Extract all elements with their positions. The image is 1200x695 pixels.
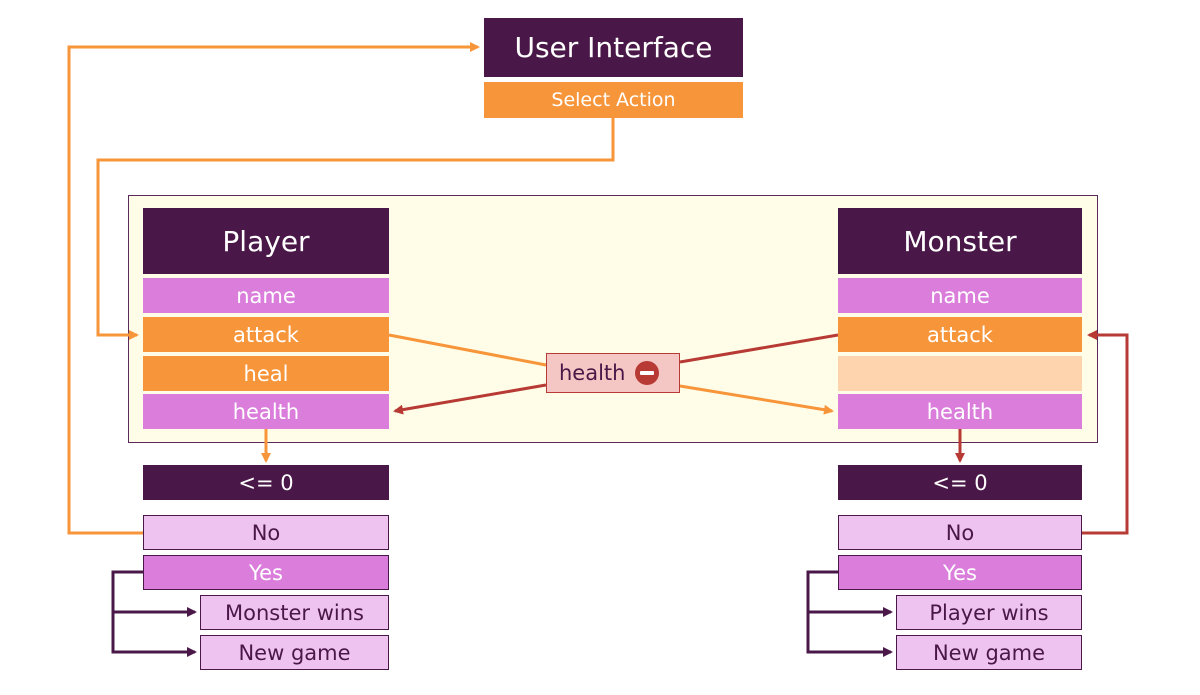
ui-title-box: User Interface [484, 18, 743, 77]
monster-title-box: Monster [838, 208, 1082, 274]
monster-outcome-box: Player wins [896, 595, 1082, 630]
monster-outcome-label: Player wins [929, 600, 1049, 625]
monster-no-box: No [838, 515, 1082, 550]
select-action-box: Select Action [484, 82, 743, 118]
player-heal-label: heal [243, 361, 289, 386]
monster-attack-field: attack [838, 317, 1082, 352]
player-no-label: No [251, 520, 281, 545]
player-health-label: health [232, 399, 300, 424]
monster-health-label: health [926, 399, 994, 424]
monster-title: Monster [903, 224, 1017, 258]
player-yes-box: Yes [143, 555, 389, 590]
player-yes-label: Yes [249, 560, 283, 585]
monster-health-field: health [838, 394, 1082, 429]
player-newgame-box: New game [200, 635, 389, 670]
player-health-field: health [143, 394, 389, 429]
monster-name-field: name [838, 278, 1082, 313]
monster-check-label: <= 0 [932, 470, 988, 495]
monster-name-label: name [930, 283, 990, 308]
center-health-badge: health [546, 353, 680, 393]
monster-check-box: <= 0 [838, 465, 1082, 500]
monster-no-label: No [945, 520, 975, 545]
monster-attack-label: attack [927, 322, 993, 347]
monster-yes-label: Yes [943, 560, 977, 585]
monster-empty-field [838, 356, 1082, 391]
player-newgame-label: New game [238, 640, 351, 665]
player-outcome-box: Monster wins [200, 595, 389, 630]
monster-yes-to-newgame-line [806, 612, 893, 657]
monster-yes-box: Yes [838, 555, 1082, 590]
player-title-box: Player [143, 208, 389, 274]
player-no-box: No [143, 515, 389, 550]
select-action-label: Select Action [551, 89, 676, 111]
player-name-field: name [143, 278, 389, 313]
player-attack-label: attack [233, 322, 299, 347]
player-title: Player [222, 224, 310, 258]
player-outcome-label: Monster wins [225, 600, 364, 625]
ui-title: User Interface [514, 31, 713, 64]
player-attack-field: attack [143, 317, 389, 352]
player-check-label: <= 0 [238, 470, 294, 495]
player-heal-field: heal [143, 356, 389, 391]
center-health-label: health [559, 361, 626, 385]
monster-newgame-box: New game [896, 635, 1082, 670]
player-name-label: name [236, 283, 296, 308]
player-check-box: <= 0 [143, 465, 389, 500]
minus-circle-icon [635, 361, 660, 385]
player-yes-to-newgame-line [111, 612, 197, 657]
monster-newgame-label: New game [932, 640, 1046, 665]
